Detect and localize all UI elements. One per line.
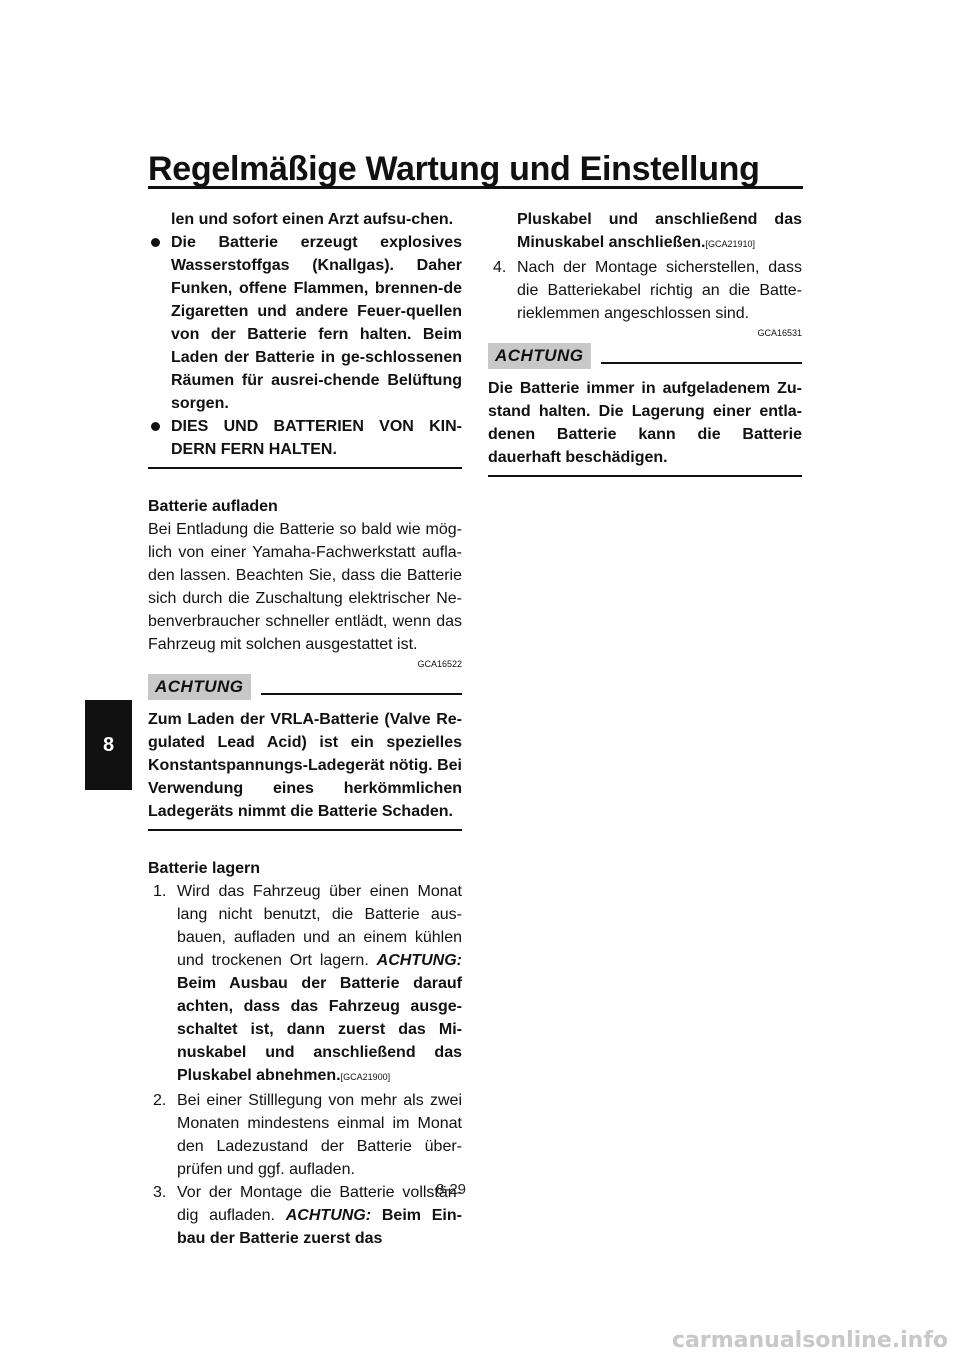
section-heading-charge: Batterie aufladen: [148, 498, 278, 515]
storage-steps-continued: Pluskabel und anschließend das Minuskabe…: [488, 208, 802, 325]
step-number: 4.: [493, 259, 507, 276]
list-item: 4. Nach der Montage sicherstellen, dass …: [488, 256, 802, 325]
reference-code: [GCA21900]: [340, 1072, 391, 1082]
notice-text: Die Batterie immer in aufgeladenem Zu-st…: [488, 380, 802, 466]
notice-rule: [260, 693, 462, 695]
warning-text-continued: len und sofort einen Arzt aufsu-chen.: [171, 211, 454, 228]
notice-end-rule: [148, 829, 462, 831]
step-number: 1.: [153, 883, 167, 900]
warning-bullet-text: Die Batterie erzeugt explosives Wasserst…: [171, 234, 462, 412]
notice-end-rule: [488, 475, 802, 477]
page-number: 8-29: [436, 1181, 467, 1198]
list-item: 1. Wird das Fahrzeug über einen Monat la…: [148, 880, 462, 1089]
charge-paragraph: Bei Entladung die Batterie so bald wie m…: [148, 521, 462, 653]
watermark: carmanualsonline.info: [672, 1328, 948, 1353]
list-item: Pluskabel und anschließend das Minuskabe…: [488, 208, 802, 256]
bullet-icon: [151, 238, 160, 247]
notice-label: ACHTUNG: [148, 674, 251, 700]
step-text: Nach der Montage sicherstellen, dass die…: [517, 259, 802, 322]
notice-header: ACHTUNG: [148, 674, 462, 700]
notice-header: ACHTUNG: [488, 343, 802, 369]
right-column: Pluskabel und anschließend das Minuskabe…: [488, 208, 802, 477]
reference-code: [GCA21910]: [705, 239, 756, 249]
inline-notice-text: Beim Ausbau der Batterie darauf achten, …: [177, 975, 462, 1084]
left-column: len und sofort einen Arzt aufsu-chen. Di…: [148, 208, 462, 1250]
page-title: Regelmäßige Wartung und Einstellung: [148, 150, 760, 188]
inline-notice-text: Beim Ein-bau der Batterie zuerst das: [177, 1207, 462, 1247]
bullet-icon: [151, 422, 160, 431]
step-text: Bei einer Stilllegung von mehr als zwei …: [177, 1092, 462, 1178]
notice-label: ACHTUNG: [488, 343, 591, 369]
step-text: Wird das Fahrzeug über einen Monat lang …: [177, 883, 462, 969]
notice-rule: [600, 362, 802, 364]
storage-steps: 1. Wird das Fahrzeug über einen Monat la…: [148, 880, 462, 1250]
notice-text: Zum Laden der VRLA-Batterie (Valve Re-gu…: [148, 711, 462, 820]
step-number: 2.: [153, 1092, 167, 1109]
inline-notice-label: ACHTUNG:: [285, 1207, 372, 1224]
warning-bullet-text: DIES UND BATTERIEN VON KIN-DERN FERN HAL…: [171, 418, 462, 458]
warning-bullet: Die Batterie erzeugt explosives Wasserst…: [148, 231, 462, 415]
list-item: 2. Bei einer Stilllegung von mehr als zw…: [148, 1089, 462, 1181]
step-text: Vor der Montage die Batterie vollstän-di…: [177, 1184, 462, 1224]
list-item: 3. Vor der Montage die Batterie vollstän…: [148, 1181, 462, 1250]
notice-code: GCA16522: [417, 659, 462, 669]
inline-notice-text: Pluskabel und anschließend das Minuskabe…: [517, 211, 802, 251]
step-number: 3.: [153, 1184, 167, 1201]
section-heading-store: Batterie lagern: [148, 860, 261, 877]
header-rule: [148, 186, 803, 189]
notice-code: GCA16531: [757, 328, 802, 338]
inline-notice-label: ACHTUNG:: [376, 952, 462, 969]
chapter-tab: 8: [85, 700, 132, 790]
warning-bullet: DIES UND BATTERIEN VON KIN-DERN FERN HAL…: [148, 415, 462, 461]
warning-end-rule: [148, 467, 462, 469]
